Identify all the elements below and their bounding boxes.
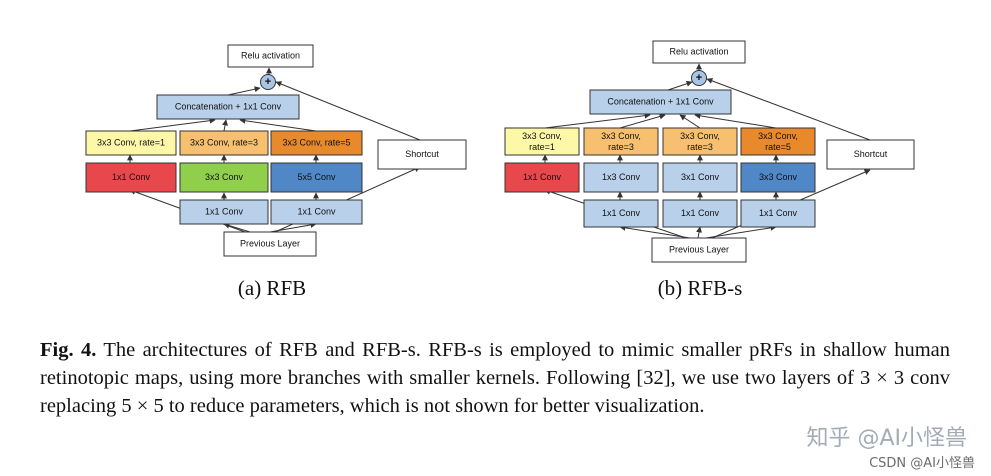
rfb-diagram: Relu activation + Concatenation + 1x1 Co… bbox=[85, 44, 467, 300]
rfbs-concat-box bbox=[589, 89, 732, 115]
rfb-dil5-label: 3x3 Conv, rate=5 bbox=[282, 137, 350, 147]
rfb-dil5-box bbox=[270, 130, 363, 156]
rfbs-relu-label: Relu activation bbox=[669, 46, 728, 56]
rfbs-dil1-line1: 3x3 Conv, bbox=[522, 131, 562, 141]
rfbs-shortcut-box bbox=[826, 139, 915, 170]
rfb-base-right-box bbox=[270, 199, 363, 225]
rfb-base-left-label: 1x1 Conv bbox=[205, 206, 244, 216]
rfbs-base1-box bbox=[583, 199, 659, 228]
rfbs-mid2-label: 1x3 Conv bbox=[602, 172, 641, 182]
rfb-dil3-box bbox=[179, 130, 269, 156]
rfbs-mid1-box bbox=[504, 162, 580, 193]
rfbs-mid4-box bbox=[740, 162, 816, 193]
rfbs-mid1-label: 1x1 Conv bbox=[523, 172, 562, 182]
rfb-shortcut-box bbox=[377, 139, 467, 170]
rfb-conv3-label: 3x3 Conv bbox=[205, 172, 244, 182]
rfbs-prev-label: Previous Layer bbox=[669, 244, 729, 254]
rfb-dil1-box bbox=[85, 130, 177, 156]
rfb-concat-box bbox=[156, 94, 300, 120]
rfbs-diagram: Relu activation + Concatenation + 1x1 Co… bbox=[504, 40, 915, 300]
rfb-conv1-label: 1x1 Conv bbox=[112, 172, 151, 182]
rfbs-dil3b-line1: 3x3 Conv, bbox=[680, 131, 720, 141]
rfb-dil3-label: 3x3 Conv, rate=3 bbox=[190, 137, 258, 147]
rfbs-base2-box bbox=[662, 199, 738, 228]
rfb-prev-label: Previous Layer bbox=[240, 238, 300, 248]
rfb-concat-label: Concatenation + 1x1 Conv bbox=[175, 101, 282, 111]
rfbs-sublabel: (b) RFB-s bbox=[658, 276, 743, 300]
rfb-plus-node bbox=[260, 74, 276, 90]
rfb-shortcut-label: Shortcut bbox=[405, 149, 439, 159]
rfbs-mid4-label: 3x3 Conv bbox=[759, 172, 798, 182]
rfbs-dil3a-box bbox=[583, 127, 659, 156]
rfbs-base3-box bbox=[740, 199, 816, 228]
rfb-conv5-label: 5x5 Conv bbox=[297, 172, 336, 182]
rfbs-mid3-label: 3x1 Conv bbox=[681, 172, 720, 182]
rfbs-relu-box bbox=[652, 40, 746, 64]
rfb-sublabel: (a) RFB bbox=[238, 276, 306, 300]
rfbs-plus-label: + bbox=[696, 72, 702, 84]
rfb-dil1-label: 3x3 Conv, rate=1 bbox=[97, 137, 165, 147]
caption-label: Fig. 4. bbox=[40, 339, 97, 361]
rfb-prev-box bbox=[223, 231, 317, 257]
rfb-plus-label: + bbox=[265, 76, 271, 88]
rfbs-mid2-box bbox=[583, 162, 659, 193]
rfbs-dil3b-box bbox=[662, 127, 738, 156]
rfbs-dil5-line2: rate=5 bbox=[765, 142, 791, 152]
rfbs-shortcut-label: Shortcut bbox=[854, 149, 888, 159]
rfbs-dil5-box bbox=[740, 127, 816, 156]
rfbs-base3-label: 1x1 Conv bbox=[759, 208, 798, 218]
rfbs-dil5-line1: 3x3 Conv, bbox=[758, 131, 798, 141]
rfbs-dil3a-line2: rate=3 bbox=[608, 142, 634, 152]
rfb-relu-label: Relu activation bbox=[241, 50, 300, 60]
figure-caption: Fig. 4. The architectures of RFB and RFB… bbox=[40, 336, 950, 420]
rfbs-dil3a-line1: 3x3 Conv, bbox=[601, 131, 641, 141]
rfbs-dil1-line2: rate=1 bbox=[529, 142, 555, 152]
caption-text: The architectures of RFB and RFB-s. RFB-… bbox=[40, 339, 951, 417]
rfbs-plus-node bbox=[691, 70, 707, 86]
rfb-conv3-box bbox=[179, 162, 269, 193]
rfb-conv5-box bbox=[270, 162, 363, 193]
csdn-watermark: CSDN @AI小怪兽 bbox=[869, 456, 975, 471]
rfb-conv1-box bbox=[85, 162, 177, 193]
rfbs-base1-label: 1x1 Conv bbox=[602, 208, 641, 218]
rfb-base-right-label: 1x1 Conv bbox=[297, 206, 336, 216]
rfb-relu-box bbox=[227, 44, 314, 68]
zhihu-watermark: 知乎 @AI小怪兽 bbox=[806, 426, 967, 451]
rfbs-mid3-box bbox=[662, 162, 738, 193]
rfbs-prev-box bbox=[651, 237, 747, 263]
rfbs-concat-label: Concatenation + 1x1 Conv bbox=[607, 96, 714, 106]
rfbs-dil1-box bbox=[504, 127, 580, 156]
rfb-base-left-box bbox=[179, 199, 269, 225]
rfbs-base2-label: 1x1 Conv bbox=[681, 208, 720, 218]
rfbs-dil3b-line2: rate=3 bbox=[687, 142, 713, 152]
